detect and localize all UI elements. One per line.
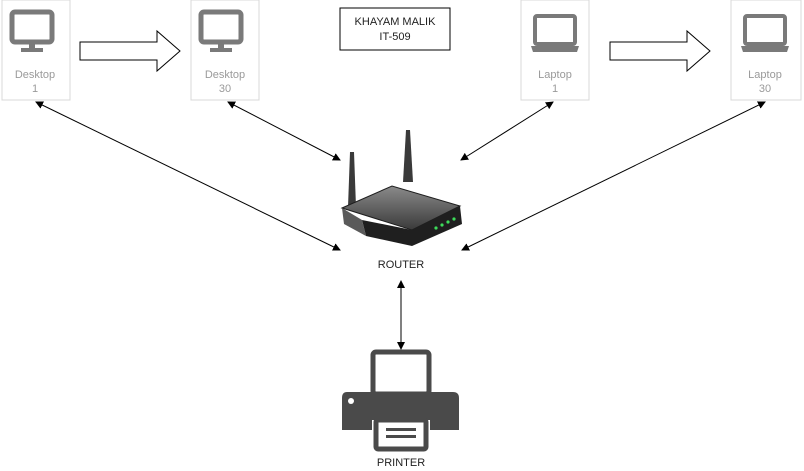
title-line-1: KHAYAM MALIK [355, 16, 437, 28]
desktop-30-number: 30 [219, 83, 231, 95]
desktop-1-number: 1 [32, 83, 38, 95]
printer-label: PRINTER [377, 457, 425, 469]
desktop-icon [9, 9, 55, 52]
block-arrow-desktops [79, 29, 181, 73]
router-label: ROUTER [378, 259, 425, 271]
router-node[interactable]: ROUTER [340, 130, 462, 271]
laptop-1-node[interactable]: Laptop 1 [520, 0, 590, 101]
laptop-30-number: 30 [759, 83, 771, 95]
desktop-30-name: Desktop [205, 69, 245, 81]
router-icon [340, 130, 462, 246]
laptop-icon [741, 14, 789, 52]
printer-node[interactable]: PRINTER [342, 349, 459, 469]
desktop-1-name: Desktop [15, 69, 55, 81]
block-arrow-laptops [609, 29, 711, 73]
printer-icon [342, 349, 459, 452]
link-desktop-1-router [35, 101, 341, 251]
link-laptop-1-router [460, 101, 554, 161]
laptop-1-number: 1 [552, 83, 558, 95]
laptop-icon [531, 14, 579, 52]
desktop-icon [198, 9, 244, 52]
laptop-30-node[interactable]: Laptop 30 [730, 0, 802, 101]
link-laptop-30-router [461, 101, 766, 251]
title-line-2: IT-509 [379, 31, 410, 43]
desktop-30-node[interactable]: Desktop 30 [190, 0, 260, 101]
laptop-1-name: Laptop [538, 69, 572, 81]
link-desktop-30-router [227, 101, 341, 161]
title-box[interactable]: KHAYAM MALIK IT-509 [339, 7, 451, 51]
desktop-1-node[interactable]: Desktop 1 [1, 0, 71, 101]
laptop-30-name: Laptop [748, 69, 782, 81]
